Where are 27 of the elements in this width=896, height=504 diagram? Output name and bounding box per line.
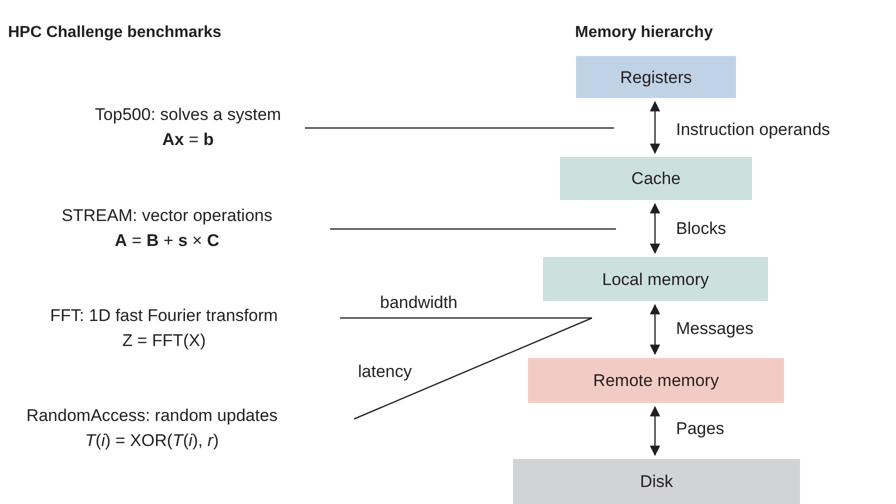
benchmark-name: FFT: 1D fast Fourier transform xyxy=(50,305,278,327)
memory-level-box: Registers xyxy=(576,56,736,98)
memory-level-box: Cache xyxy=(560,157,752,200)
formula: A = B + s × C xyxy=(114,230,220,252)
leader-line xyxy=(330,228,616,230)
leader-line xyxy=(340,317,592,319)
heading: Memory hierarchy xyxy=(575,24,713,42)
double-arrow xyxy=(650,406,660,456)
edge-label: Messages xyxy=(676,319,754,339)
benchmark-name: Top500: solves a system xyxy=(94,104,282,126)
leader-line xyxy=(354,317,592,420)
edge-label: Instruction operands xyxy=(676,120,830,140)
benchmark-name: RandomAccess: random updates xyxy=(26,405,278,427)
formula: Z = FFT(X) xyxy=(122,330,206,352)
edge-label: Pages xyxy=(676,419,724,439)
memory-level-box: Local memory xyxy=(543,257,768,301)
leader-line xyxy=(305,127,614,129)
double-arrow xyxy=(650,202,660,254)
edge-label: latency xyxy=(358,362,412,382)
heading: HPC Challenge benchmarks xyxy=(8,24,222,42)
memory-level-box: Disk xyxy=(513,459,800,504)
memory-level-box: Remote memory xyxy=(528,358,784,403)
formula: Ax = b xyxy=(162,129,214,151)
benchmark-name: STREAM: vector operations xyxy=(62,205,272,227)
formula: T(i) = XOR(T(i), r) xyxy=(85,430,219,452)
double-arrow xyxy=(650,304,660,356)
double-arrow xyxy=(650,100,660,154)
